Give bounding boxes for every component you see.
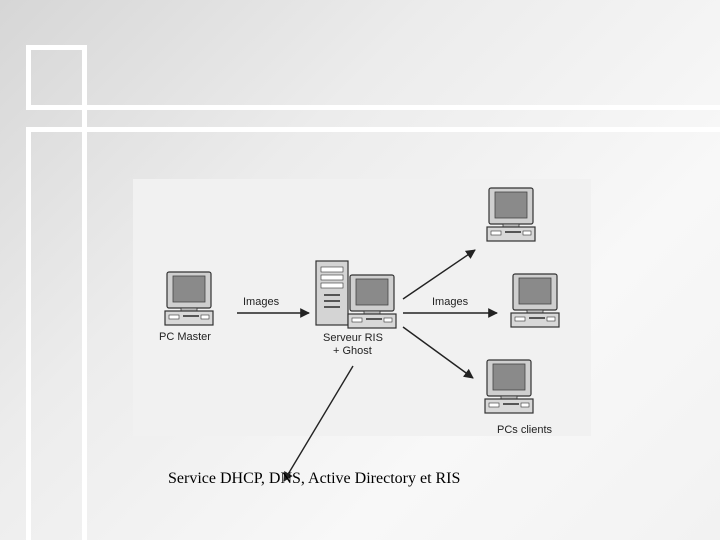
frame-line-second [26,127,720,132]
frame-square-top [26,45,87,110]
images-label-right: Images [432,296,469,308]
client-pc-bottom [484,359,534,414]
server-label-line1: Serveur RIS [323,332,383,344]
client-pc-top [486,187,536,242]
pc-master-computer [164,271,214,326]
arrow-server-to-client-bottom [402,326,474,379]
frame-line-top [26,105,720,110]
network-diagram: PC Master Images Serveur RIS + Ghost Ima… [133,179,591,436]
client-pc-middle [510,273,560,328]
server-monitor [347,274,397,329]
clients-label: PCs clients [497,424,553,436]
arrow-server-to-client-top [402,249,476,300]
services-caption: Service DHCP, DNS, Active Directory et R… [168,470,461,487]
images-label-left: Images [243,296,280,308]
server-label-line2: + Ghost [333,345,372,357]
frame-square-side [26,127,87,540]
server-tower [315,260,349,326]
pc-master-label: PC Master [159,331,211,343]
diagram-canvas: PC Master Images Serveur RIS + Ghost Ima… [159,187,560,436]
